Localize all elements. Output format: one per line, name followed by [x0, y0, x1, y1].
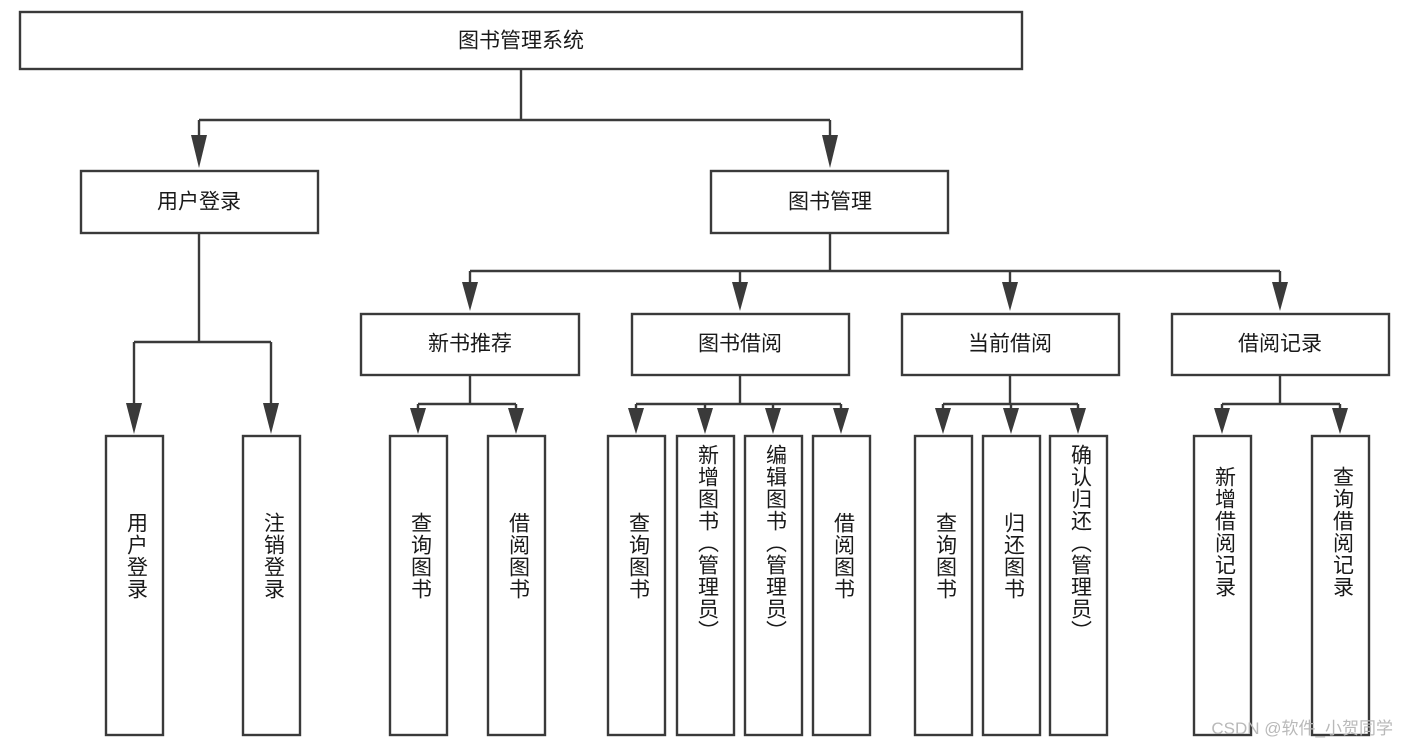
node-book-manage-label: 图书管理 [788, 191, 872, 214]
node-borrow-record-box[interactable] [1170, 312, 1391, 377]
arrow-head-leaf-logout [263, 403, 279, 434]
node-new-book-recommend-box[interactable] [359, 312, 581, 377]
arrow-head-leaf-borrow-book-2 [833, 408, 849, 434]
node-root[interactable]: 图书管理系统 [18, 10, 1024, 71]
leaf-add-book-box[interactable] [675, 434, 736, 737]
leaf-borrow-book-2-box[interactable] [811, 434, 872, 737]
arrow-head-leaf-query-book-2 [628, 408, 644, 434]
arrow-head-leaf-query-record [1332, 408, 1348, 434]
connector-group-book-manage [462, 233, 1288, 311]
arrow-head-leaf-borrow-book-1 [508, 408, 524, 434]
arrow-head-book-borrow [732, 282, 748, 311]
leaf-query-record-box[interactable] [1310, 434, 1371, 737]
leaf-add-record-box[interactable] [1192, 434, 1253, 737]
leaf-return-book-box[interactable] [981, 434, 1042, 737]
node-root-label: 图书管理系统 [458, 30, 584, 53]
leaf-confirm-return-box[interactable] [1048, 434, 1109, 737]
connector-group-book-borrow [628, 375, 849, 434]
node-book-borrow[interactable]: 图书借阅 [630, 312, 851, 377]
node-user-login[interactable]: 用户登录 [79, 169, 320, 235]
leaf-edit-book-box[interactable] [743, 434, 804, 737]
node-root-box[interactable] [18, 10, 1024, 71]
arrow-head-leaf-query-book-3 [935, 408, 951, 434]
arrow-head-current-borrow [1002, 282, 1018, 311]
node-book-manage-box[interactable] [709, 169, 950, 235]
node-borrow-record-label: 借阅记录 [1238, 333, 1322, 356]
node-user-login-box[interactable] [79, 169, 320, 235]
node-book-manage[interactable]: 图书管理 [709, 169, 950, 235]
node-user-login-label: 用户登录 [157, 191, 241, 214]
arrow-head-user-login [191, 135, 207, 168]
arrow-head-leaf-add-book [697, 408, 713, 434]
leaf-query-book-2-box[interactable] [606, 434, 667, 737]
leaf-query-book-1-box[interactable] [388, 434, 449, 737]
arrow-head-borrow-record [1272, 282, 1288, 311]
arrow-head-new-book-recommend [462, 282, 478, 311]
node-new-book-recommend-label: 新书推荐 [428, 333, 512, 356]
node-current-borrow-box[interactable] [900, 312, 1121, 377]
arrow-head-leaf-confirm-return [1070, 408, 1086, 434]
leaf-logout-box[interactable] [241, 434, 302, 737]
connector-group-user-login [126, 233, 279, 434]
arrow-head-leaf-add-record [1214, 408, 1230, 434]
arrow-head-book-manage [822, 135, 838, 168]
connector-group-current-borrow [935, 375, 1086, 434]
leaf-query-book-3-box[interactable] [913, 434, 974, 737]
arrow-head-leaf-edit-book [765, 408, 781, 434]
leaf-borrow-book-1-box[interactable] [486, 434, 547, 737]
arrow-head-leaf-user-login [126, 403, 142, 434]
node-book-borrow-box[interactable] [630, 312, 851, 377]
node-current-borrow[interactable]: 当前借阅 [900, 312, 1121, 377]
node-new-book-recommend[interactable]: 新书推荐 [359, 312, 581, 377]
node-current-borrow-label: 当前借阅 [968, 333, 1052, 356]
leaf-user-login-box[interactable] [104, 434, 165, 737]
connector-group-borrow-record [1214, 375, 1348, 434]
node-borrow-record[interactable]: 借阅记录 [1170, 312, 1391, 377]
connector-group-root [191, 69, 838, 168]
arrow-head-leaf-return-book [1003, 408, 1019, 434]
node-book-borrow-label: 图书借阅 [698, 333, 782, 356]
arrow-head-leaf-query-book-1 [410, 408, 426, 434]
connector-group-new-book-recommend [410, 375, 524, 434]
leaf-boxes [104, 434, 1371, 737]
